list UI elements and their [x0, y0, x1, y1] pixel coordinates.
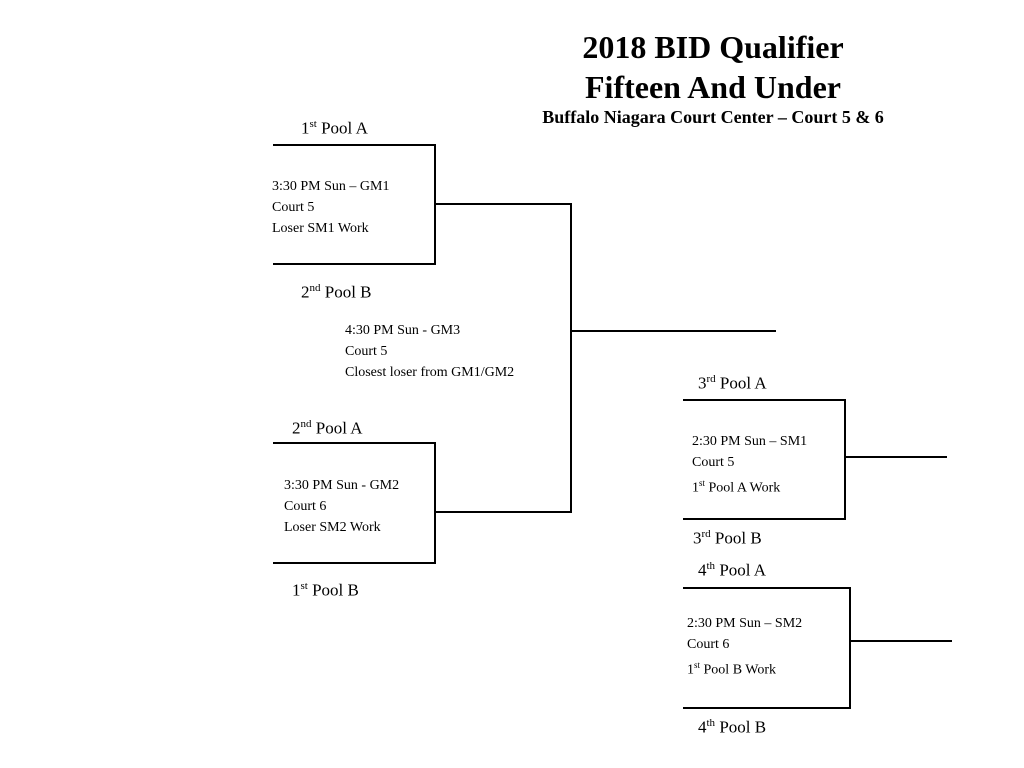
- line: [434, 203, 572, 205]
- game-info-gm2: 3:30 PM Sun - GM2 Court 6 Loser SM2 Work: [284, 475, 399, 538]
- game-court: Court 5: [692, 455, 735, 470]
- line: [849, 587, 851, 709]
- team-label-2nd-pool-b: 2nd Pool B: [301, 282, 372, 302]
- game-time: 2:30 PM Sun – SM1: [692, 434, 808, 449]
- line: [273, 442, 436, 444]
- line: [434, 511, 572, 513]
- venue-subtitle: Buffalo Niagara Court Center – Court 5 &…: [542, 107, 884, 127]
- game-info-gm1: 3:30 PM Sun – GM1 Court 5 Loser SM1 Work: [272, 176, 389, 239]
- line: [434, 442, 436, 564]
- line: [683, 399, 846, 401]
- game-work: 1st Pool B Work: [687, 660, 777, 678]
- game-info-gm3: 4:30 PM Sun - GM3 Court 5 Closest loser …: [345, 320, 514, 383]
- line: [683, 518, 846, 520]
- game-court: Court 6: [284, 499, 327, 514]
- game-work: 1st Pool A Work: [692, 478, 781, 496]
- team-label-4th-pool-b: 4th Pool B: [698, 717, 767, 737]
- line: [683, 707, 851, 709]
- game-court: Court 5: [345, 344, 388, 359]
- title-line2: Fifteen And Under: [585, 69, 841, 105]
- team-label-2nd-pool-a: 2nd Pool A: [292, 418, 363, 438]
- team-label-1st-pool-b: 1st Pool B: [292, 580, 359, 600]
- game-time: 4:30 PM Sun - GM3: [345, 323, 461, 338]
- game-time: 2:30 PM Sun – SM2: [687, 616, 803, 631]
- line: [273, 263, 436, 265]
- line: [844, 456, 947, 458]
- team-label-3rd-pool-b: 3rd Pool B: [693, 528, 762, 548]
- line: [570, 330, 776, 332]
- line: [849, 640, 952, 642]
- game-work: Loser SM2 Work: [284, 520, 381, 535]
- game-court: Court 6: [687, 637, 730, 652]
- line: [273, 144, 436, 146]
- game-time: 3:30 PM Sun - GM2: [284, 478, 400, 493]
- game-info-sm2: 2:30 PM Sun – SM2 Court 6 1st Pool B Wor…: [687, 613, 802, 681]
- team-label-4th-pool-a: 4th Pool A: [698, 560, 767, 580]
- game-work: Closest loser from GM1/GM2: [345, 365, 515, 380]
- game-time: 3:30 PM Sun – GM1: [272, 179, 390, 194]
- game-court: Court 5: [272, 200, 315, 215]
- team-label-1st-pool-a: 1st Pool A: [301, 118, 368, 138]
- title-line1: 2018 BID Qualifier: [582, 29, 844, 65]
- game-work: Loser SM1 Work: [272, 221, 369, 236]
- line: [844, 399, 846, 520]
- game-info-sm1: 2:30 PM Sun – SM1 Court 5 1st Pool A Wor…: [692, 431, 807, 499]
- line: [273, 562, 436, 564]
- team-label-3rd-pool-a: 3rd Pool A: [698, 373, 767, 393]
- line: [683, 587, 851, 589]
- line: [570, 203, 572, 513]
